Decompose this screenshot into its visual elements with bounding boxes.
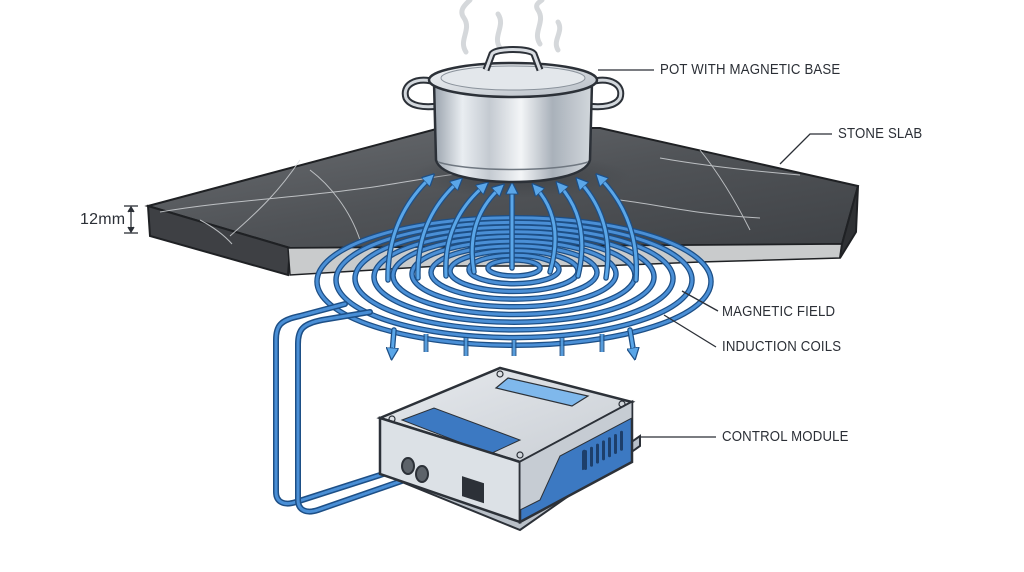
power-socket-icon [462,476,484,504]
label-coils: INDUCTION COILS [722,338,842,355]
leader-lines [124,69,832,438]
magnetic-field [385,178,638,356]
field-arrow-up-icon [470,188,500,274]
vent-slot [590,446,593,467]
cable-gland [415,465,429,483]
field-arrow-up-icon [580,182,610,280]
field-arrow-up-icon [444,186,484,278]
module-display [494,377,590,407]
vent-slot [620,430,623,451]
control-box-icon [376,366,641,532]
marble-veins [159,149,801,245]
slab-right-edge [839,185,859,259]
leader-slab [779,133,832,165]
vent-slot [608,437,611,458]
field-arrow-up-icon [560,186,584,278]
label-thickness: 12mm [80,211,126,228]
label-pot: POT WITH MAGNETIC BASE [660,61,841,78]
field-arrow-up-icon [600,178,638,282]
label-field: MAGNETIC FIELD [722,303,836,320]
cooking-pot-icon [401,0,625,184]
field-arrow-up-icon [416,182,458,280]
vent-slot [596,443,599,464]
vent-slot [614,434,617,454]
field-arrow-down-icon [630,328,634,354]
field-arrow-up-icon [386,178,430,282]
leader-field [681,290,719,312]
steam-icon [459,0,563,55]
coil-leads [273,301,419,515]
field-arrow-up-icon [536,188,557,274]
cable-gland [401,457,415,475]
label-module: CONTROL MODULE [722,428,849,445]
vent-slot [602,440,605,461]
field-arrow-down-icon [392,328,394,354]
slab-front-edge [146,204,292,277]
vent-slot [584,450,587,470]
label-slab: STONE SLAB [838,125,923,142]
thickness-dimension [124,205,138,234]
leader-coils [663,314,717,348]
